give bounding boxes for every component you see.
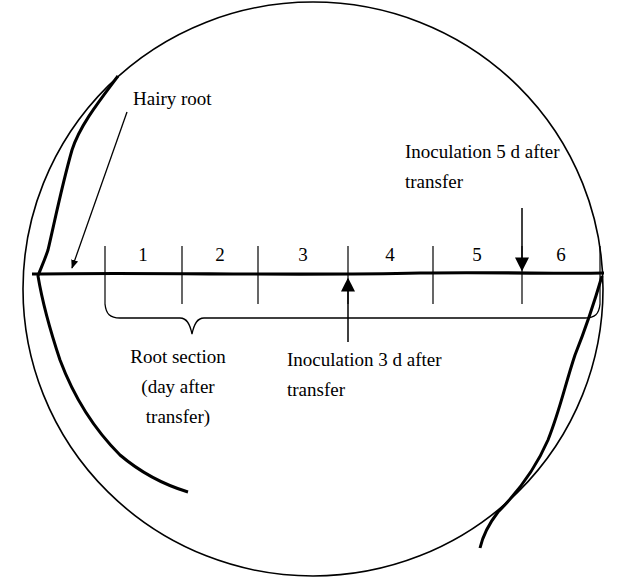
petri-dish <box>23 2 603 576</box>
leader-line <box>72 112 127 268</box>
section-number: 1 <box>138 240 148 270</box>
section-number: 5 <box>472 240 482 270</box>
section-number: 3 <box>298 240 308 270</box>
hairy-root-branch <box>38 76 188 492</box>
section-ticks <box>105 246 600 304</box>
inoculation-arrow <box>521 208 523 270</box>
part-label: Hairy root <box>133 84 212 114</box>
section-number: 4 <box>385 240 395 270</box>
section-bracket <box>105 304 600 334</box>
hairy-root-branch <box>480 276 602 548</box>
annotation: Inoculation 5 d after transfer <box>405 137 590 197</box>
section-number: 6 <box>556 240 566 270</box>
inoculation-arrow <box>347 279 349 342</box>
section-number: 2 <box>215 240 225 270</box>
annotation: Inoculation 3 d after transfer <box>287 345 472 405</box>
main-root <box>32 273 604 274</box>
bracket-label: Root section (day after transfer) <box>118 342 238 432</box>
